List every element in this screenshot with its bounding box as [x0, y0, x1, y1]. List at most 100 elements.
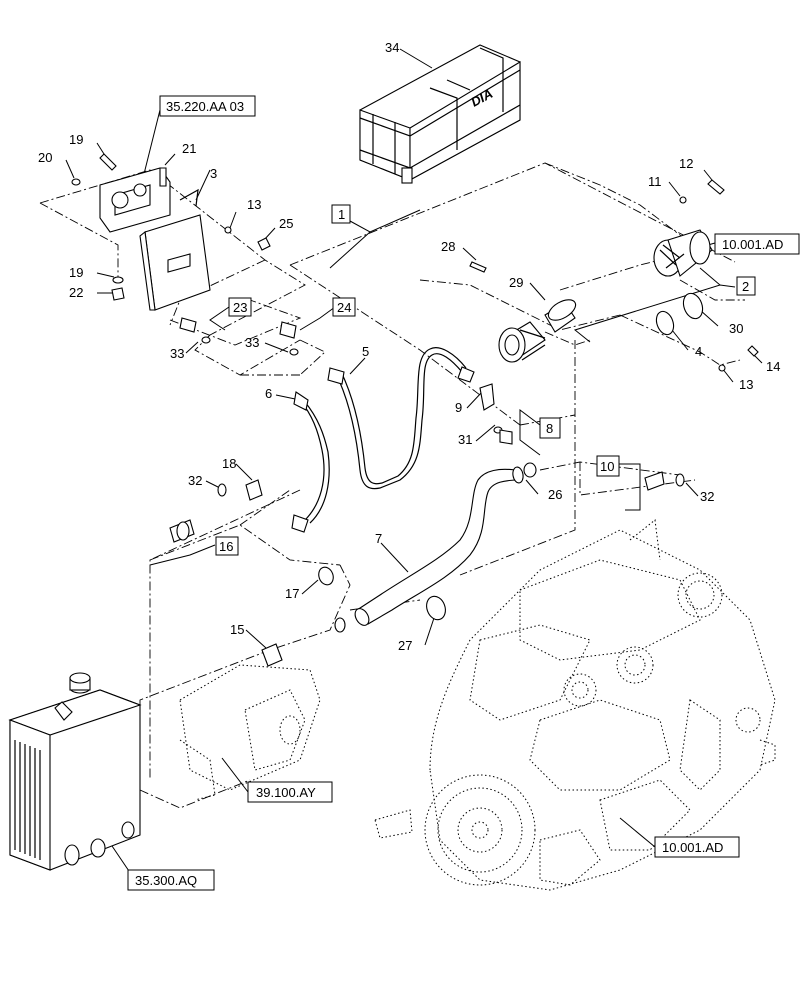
fitting-part-15: [261, 643, 283, 667]
boxed-item-8-frame: [539, 417, 561, 439]
callout-19-lower: 19: [69, 265, 83, 280]
callout-27: 27: [398, 638, 412, 653]
washer-part-20: [71, 178, 81, 186]
bolt-part-14: [747, 345, 759, 357]
callout-29: 29: [509, 275, 523, 290]
boxed-item-10: 10: [600, 459, 614, 474]
fitting-part-31: [499, 429, 513, 445]
callout-28: 28: [441, 239, 455, 254]
sensor-part-18: [245, 479, 263, 501]
washer-part-19b: [112, 276, 124, 284]
clamp-part-17: [318, 566, 334, 586]
boxed-item-1-frame: [331, 204, 351, 224]
pump-gear-assembly: [498, 299, 577, 363]
o-rings: [655, 292, 704, 336]
mounting-bracket-39-100-ay: [179, 664, 321, 801]
callout-32-right: 32: [700, 489, 714, 504]
hydraulic-tank: [8, 672, 142, 871]
callout-32-left: 32: [188, 473, 202, 488]
ref-35-300-aq: 35.300.AQ: [135, 873, 197, 888]
callout-34: 34: [385, 40, 399, 55]
bolt-part-19: [99, 153, 117, 171]
ref-10-001-ad-bottom-frame: [654, 836, 740, 858]
callout-12: 12: [679, 156, 693, 171]
boxed-item-24-frame: [332, 297, 356, 317]
boxed-item-2: 2: [742, 279, 749, 294]
callout-13-right: 13: [739, 377, 753, 392]
washer-part-11: [679, 196, 687, 204]
callout-14: 14: [766, 359, 780, 374]
callout-6: 6: [265, 386, 272, 401]
callout-21: 21: [182, 141, 196, 156]
callout-7: 7: [375, 531, 382, 546]
callout-15: 15: [230, 622, 244, 637]
callout-25: 25: [279, 216, 293, 231]
bolt-part-12: [707, 179, 725, 195]
ref-35-300-aq-frame: [127, 869, 215, 891]
boxed-item-numbers: 23 24 1 2 8 10 16: [215, 204, 756, 556]
ref-10-001-ad-bottom: 10.001.AD: [662, 840, 723, 855]
o-ring-part-32a: [217, 483, 227, 497]
nut-part-25: [257, 237, 271, 251]
callout-9: 9: [455, 400, 462, 415]
hydraulic-pump-10-001-ad: [653, 229, 713, 277]
o-ring-part-32b: [675, 473, 685, 487]
elbow-fitting-part-9: [479, 383, 495, 411]
fittings-9-31: [479, 383, 513, 445]
callout-26: 26: [548, 487, 562, 502]
boxed-item-24: 24: [337, 300, 351, 315]
boxed-item-8: 8: [546, 421, 553, 436]
callout-3: 3: [210, 166, 217, 181]
ref-10-001-ad-top: 10.001.AD: [722, 237, 783, 252]
callout-31: 31: [458, 432, 472, 447]
wooden-crate-part-34: DIA: [359, 44, 521, 184]
washer-part-13b: [718, 364, 726, 372]
boxed-item-23: 23: [233, 300, 247, 315]
callout-33-left: 33: [170, 346, 184, 361]
clamps-17-27-15: [261, 566, 446, 667]
engine-assembly: [374, 519, 776, 891]
ref-39-100-ay-frame: [247, 781, 333, 803]
boxed-item-2-frame: [736, 276, 756, 296]
valve-bracket-part-3: [99, 167, 211, 311]
washer-part-13a: [224, 226, 232, 234]
callout-4: 4: [695, 344, 702, 359]
hose-part-6: [299, 399, 325, 521]
fittings-16-18-32: [169, 462, 685, 543]
boxed-item-16: 16: [219, 539, 233, 554]
bolt-part-28: [469, 261, 487, 273]
callout-numbers: 34 19 20 21 3 13 25 19 22 33 33 5 6 28 2…: [38, 40, 780, 653]
callout-5: 5: [362, 344, 369, 359]
ref-35-220-aa-03: 35.220.AA 03: [166, 99, 244, 114]
callout-30: 30: [729, 321, 743, 336]
reference-boxes: 35.220.AA 03 10.001.AD 39.100.AY 10.001.…: [127, 95, 800, 891]
fastener-hardware: [71, 153, 759, 372]
ref-35-220-aa-03-frame: [159, 95, 256, 117]
callout-18: 18: [222, 456, 236, 471]
clamp-part-26: [523, 462, 537, 478]
hoses: [291, 347, 524, 626]
ref-39-100-ay: 39.100.AY: [256, 785, 316, 800]
callout-20: 20: [38, 150, 52, 165]
boxed-item-1: 1: [338, 207, 345, 222]
fitting-part-10: [644, 471, 665, 491]
callout-13: 13: [247, 197, 261, 212]
ref-10-001-ad-top-frame: [714, 233, 800, 255]
fittings-23-24-33: [179, 317, 299, 356]
boxed-item-16-frame: [215, 536, 239, 556]
callout-22: 22: [69, 285, 83, 300]
clamp-part-7b: [334, 617, 346, 633]
callout-17: 17: [285, 586, 299, 601]
hose-part-5: [337, 353, 463, 490]
o-ring-part-4: [655, 310, 675, 336]
callout-11: 11: [648, 174, 662, 189]
nut-part-22: [111, 287, 125, 301]
boxed-item-10-frame: [596, 455, 620, 477]
bolt-part-21: [159, 167, 167, 187]
clamp-part-27: [426, 595, 446, 621]
o-ring-part-30: [682, 292, 704, 320]
callout-19: 19: [69, 132, 83, 147]
boxed-item-23-frame: [228, 297, 252, 317]
callout-33-right: 33: [245, 335, 259, 350]
